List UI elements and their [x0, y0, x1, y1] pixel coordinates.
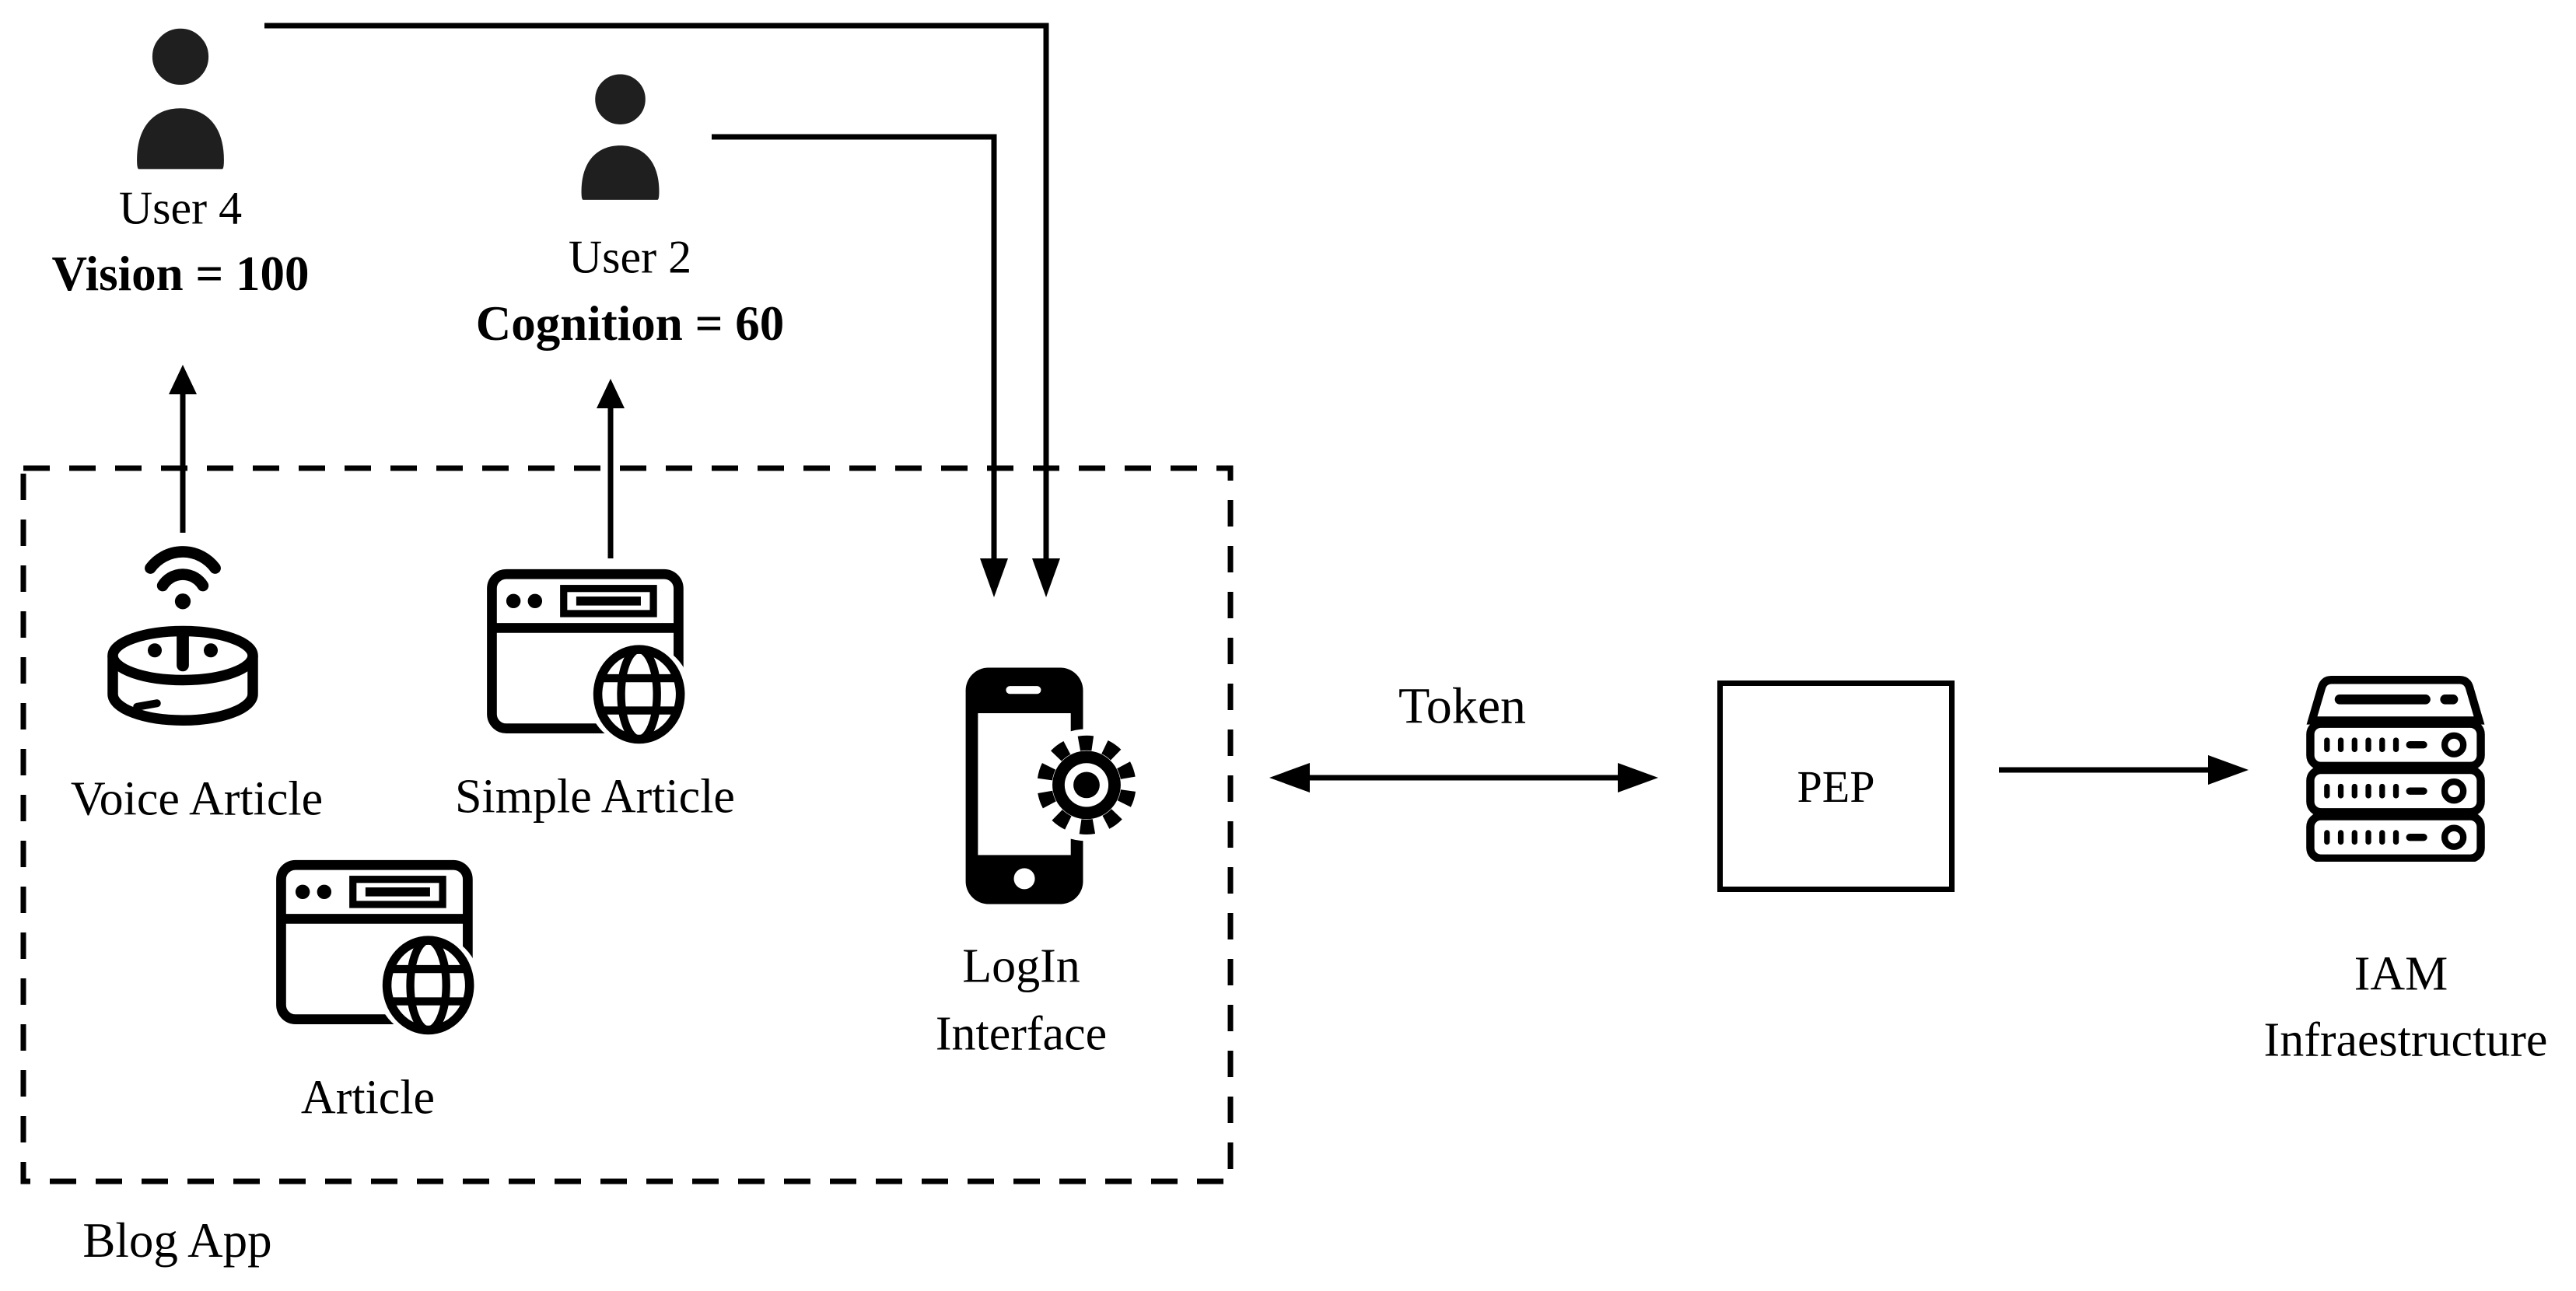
arrowhead-up-icon	[597, 379, 625, 408]
person-icon	[137, 23, 224, 170]
login-interface-label-line1: LogIn	[962, 939, 1080, 993]
smartphone-icon	[965, 667, 1083, 904]
edge-voice-to-user4	[169, 365, 197, 533]
smartphone-gear-icon	[965, 667, 1142, 904]
browser-globe-icon	[487, 569, 687, 747]
arrowhead-down-icon	[1032, 558, 1060, 597]
globe-icon	[586, 642, 687, 747]
arrowhead-down-icon	[980, 558, 1008, 597]
iam-label-line1: IAM	[2354, 947, 2448, 1001]
login-interface-label-line2: Interface	[935, 1007, 1108, 1061]
server-stack-icon	[2306, 676, 2485, 862]
user4-attribute: Vision = 100	[51, 246, 310, 301]
user2-attribute: Cognition = 60	[475, 296, 785, 351]
edge-user2-to-login	[712, 134, 1008, 597]
arrowhead-right-icon	[1618, 763, 1658, 792]
pep-box: PEP	[1717, 680, 1955, 892]
arrowhead-right-icon	[2208, 755, 2249, 785]
gear-icon	[1030, 729, 1142, 841]
wifi-icon	[145, 546, 221, 610]
token-label: Token	[1398, 677, 1527, 735]
arrowhead-up-icon	[169, 365, 197, 394]
simple-article-label: Simple Article	[455, 770, 735, 824]
pep-label: PEP	[1797, 761, 1875, 812]
smart-speaker-wifi-icon	[107, 546, 258, 726]
globe-icon	[376, 932, 476, 1037]
blog-app-label: Blog App	[82, 1212, 272, 1268]
browser-globe-icon	[276, 859, 476, 1037]
edge-pep-to-iam	[1999, 755, 2249, 785]
person-icon	[581, 69, 660, 200]
edge-simple-to-user2	[597, 379, 625, 558]
voice-article-label: Voice Article	[70, 772, 324, 826]
iam-label-line2: Infraestructure	[2263, 1013, 2548, 1067]
edge-user4-to-login	[264, 23, 1060, 597]
user4-name: User 4	[118, 182, 243, 234]
blog-app-dashed-border	[20, 465, 1234, 1184]
article-label: Article	[300, 1071, 436, 1125]
arrowhead-left-icon	[1269, 763, 1310, 792]
user2-name: User 2	[568, 231, 692, 283]
edge-token-login-pep	[1269, 763, 1658, 792]
